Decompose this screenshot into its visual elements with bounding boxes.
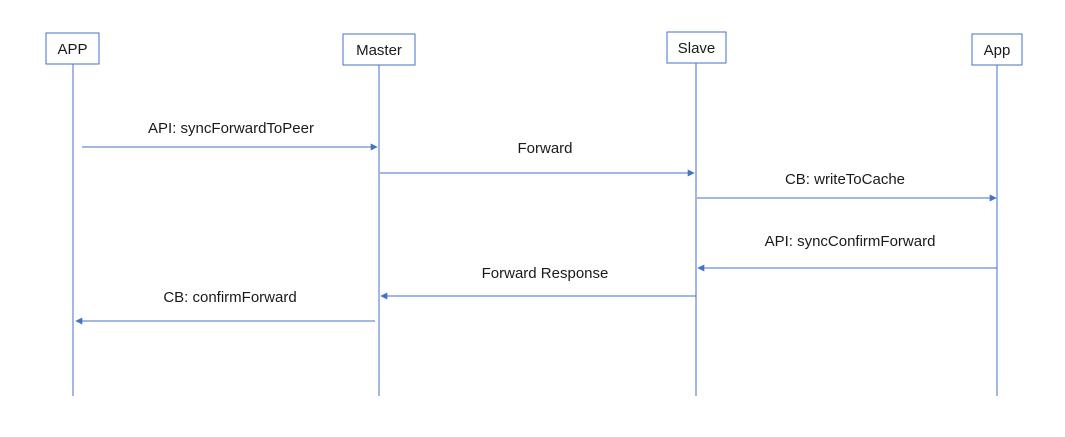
message-forward-response: Forward Response — [380, 265, 696, 300]
message-forward: Forward — [380, 140, 695, 177]
message-write-to-cache: CB: writeToCache — [697, 171, 997, 202]
message-sync-forward-to-peer: API: syncForwardToPeer — [82, 120, 378, 151]
participant-label: Slave — [678, 40, 716, 57]
participant-label: APP — [57, 41, 87, 58]
participant-label: App — [984, 42, 1011, 59]
participant-slave: Slave — [666, 31, 727, 64]
message-sync-confirm-forward: API: syncConfirmForward — [697, 233, 997, 272]
message-label: Forward Response — [482, 265, 609, 282]
participant-app-right: App — [971, 33, 1023, 66]
message-label: CB: writeToCache — [785, 171, 905, 188]
message-confirm-forward: CB: confirmForward — [75, 289, 375, 325]
message-label: CB: confirmForward — [163, 289, 296, 306]
message-label: API: syncForwardToPeer — [148, 120, 314, 137]
participant-master: Master — [342, 33, 416, 66]
message-label: Forward — [517, 140, 572, 157]
message-label: API: syncConfirmForward — [765, 233, 936, 250]
participant-app-left: APP — [45, 32, 100, 65]
participant-label: Master — [356, 42, 402, 59]
